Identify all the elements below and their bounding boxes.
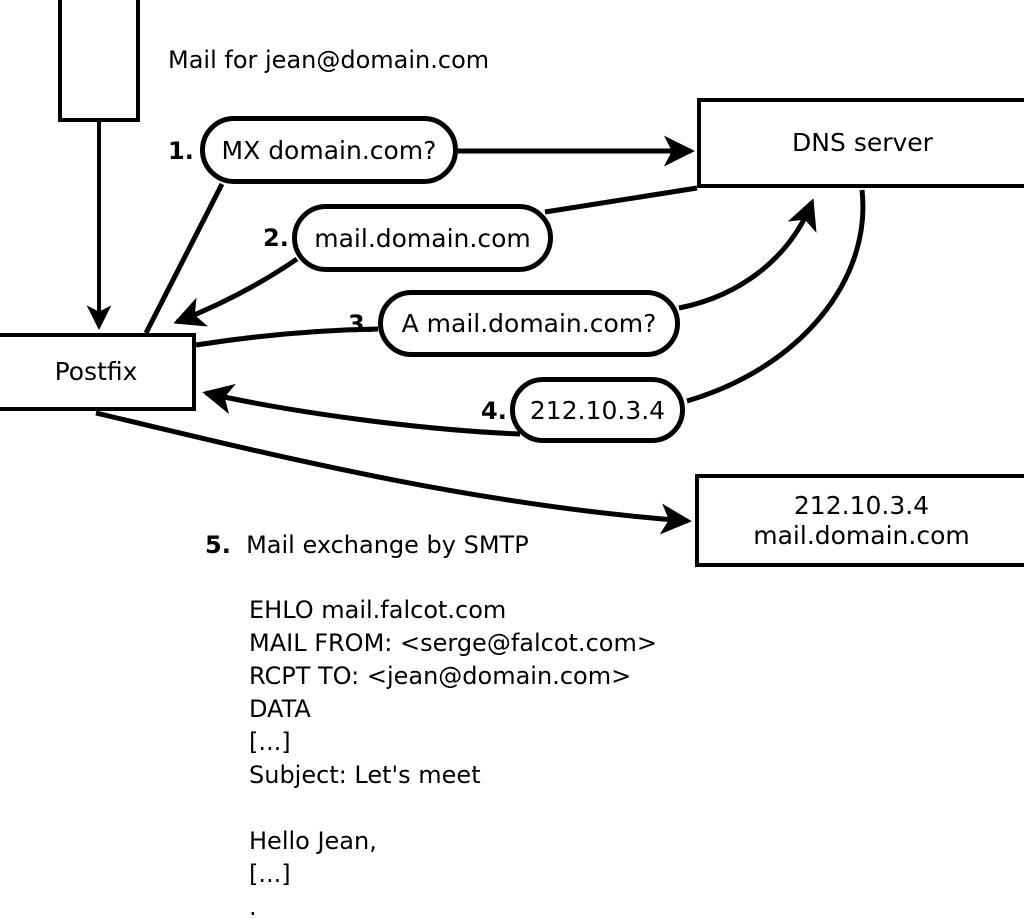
step-4-number: 4.	[481, 397, 507, 425]
step-3-bubble[interactable]: A mail.domain.com?	[378, 290, 680, 357]
node-mail-server-ip: 212.10.3.4	[793, 491, 930, 520]
connector-step4-to-postfix	[202, 383, 521, 437]
step-4-bubble-label: 212.10.3.4	[529, 395, 666, 425]
step-2-bubble-label: mail.domain.com	[314, 223, 531, 253]
connector-step4-leader	[686, 189, 866, 404]
step-4-bubble[interactable]: 212.10.3.4	[510, 377, 685, 443]
step-5-title: 5. Mail exchange by SMTP	[205, 531, 529, 559]
mail-for-caption: Mail for jean@domain.com	[168, 46, 490, 74]
step-2-number: 2.	[263, 224, 289, 252]
step-2-bubble[interactable]: mail.domain.com	[292, 204, 553, 272]
node-mail-server-box[interactable]: 212.10.3.4 mail.domain.com	[695, 474, 1024, 567]
connector-step2-to-postfix	[173, 256, 299, 327]
connector-step2-leader	[544, 185, 698, 215]
step-1-number: 1.	[168, 137, 194, 165]
step-5-number: 5.	[205, 531, 231, 559]
node-dns-server-box[interactable]: DNS server	[697, 98, 1024, 188]
step-1-bubble[interactable]: MX domain.com?	[200, 116, 458, 184]
node-client-box[interactable]	[58, 0, 140, 122]
step-3-number: 3.	[348, 310, 374, 338]
connector-step3-leader	[195, 326, 379, 348]
smtp-transcript: EHLO mail.falcot.com MAIL FROM: <serge@f…	[249, 596, 657, 919]
connector-step5-smtp	[95, 410, 692, 535]
step-5-label: Mail exchange by SMTP	[246, 531, 529, 559]
node-postfix-label: Postfix	[54, 357, 138, 387]
step-1-bubble-label: MX domain.com?	[221, 135, 437, 165]
connector-step3-to-dns	[678, 198, 817, 311]
node-dns-server-label: DNS server	[792, 128, 933, 158]
node-mail-server-hostname: mail.domain.com	[753, 520, 970, 550]
node-postfix-box[interactable]: Postfix	[0, 333, 196, 411]
step-3-bubble-label: A mail.domain.com?	[401, 309, 657, 338]
connector-step1-leader	[143, 182, 225, 335]
